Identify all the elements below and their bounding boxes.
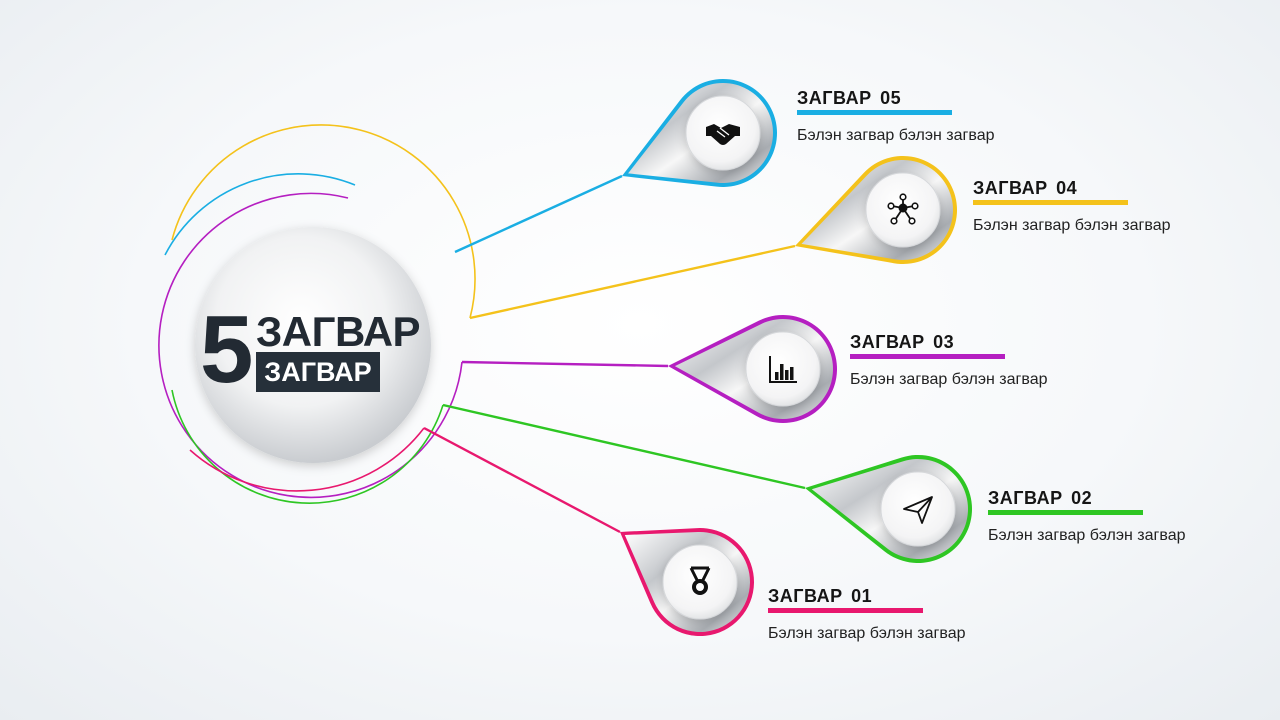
item-label-01: ЗАГВАР 01 Бэлэн загвар бэлэн загвар (768, 585, 1088, 643)
pin-3 (668, 315, 837, 423)
item-color-bar (797, 110, 952, 115)
item-title: ЗАГВАР 02 (988, 488, 1093, 508)
pin-2 (805, 455, 973, 564)
item-title: ЗАГВАР 05 (797, 88, 902, 108)
item-description: Бэлэн загвар бэлэн загвар (988, 527, 1186, 544)
item-description: Бэлэн загвар бэлэн загвар (973, 217, 1171, 234)
pin-1 (620, 528, 755, 636)
item-description: Бэлэн загвар бэлэн загвар (850, 371, 1048, 388)
network-icon (887, 193, 919, 225)
item-label-05: ЗАГВАР 05 Бэлэн загвар бэлэн загвар (797, 87, 1117, 145)
medal-icon (689, 566, 711, 595)
pin-5 (622, 78, 778, 187)
arc-pink (189, 427, 425, 492)
item-label-02: ЗАГВАР 02 Бэлэн загвар бэлэн загвар (988, 487, 1280, 545)
pins (620, 78, 973, 636)
connector-line-2 (442, 403, 806, 490)
item-color-bar (768, 608, 923, 613)
item-description: Бэлэн загвар бэлэн загвар (797, 127, 995, 144)
pin-4 (795, 155, 958, 264)
arc-green (171, 389, 444, 504)
connector-lines (423, 174, 806, 534)
connector-line-4 (469, 244, 796, 320)
item-description: Бэлэн загвар бэлэн загвар (768, 625, 966, 642)
connector-line-3 (461, 360, 669, 368)
item-title: ЗАГВАР 04 (973, 178, 1078, 198)
paper-plane-icon (903, 496, 933, 524)
hub-circle (195, 227, 431, 463)
item-title: ЗАГВАР 03 (850, 332, 955, 352)
handshake-icon (706, 124, 740, 145)
connector-line-1 (423, 426, 621, 534)
hub-title: ЗАГВАР (256, 308, 421, 355)
item-title: ЗАГВАР 01 (768, 586, 873, 606)
hub-subtitle: ЗАГВАР (256, 352, 380, 392)
item-color-bar (988, 510, 1143, 515)
connector-line-5 (454, 174, 623, 254)
pin-disc (880, 471, 956, 547)
item-label-04: ЗАГВАР 04 Бэлэн загвар бэлэн загвар (973, 177, 1280, 235)
hub-label: 5 ЗАГВАР ЗАГВАР (196, 300, 436, 410)
item-color-bar (850, 354, 1005, 359)
hub-number: 5 (200, 296, 253, 403)
bar-chart-icon (769, 356, 797, 383)
arc-blue (164, 173, 356, 256)
item-color-bar (973, 200, 1128, 205)
item-label-03: ЗАГВАР 03 Бэлэн загвар бэлэн загвар (850, 331, 1170, 389)
